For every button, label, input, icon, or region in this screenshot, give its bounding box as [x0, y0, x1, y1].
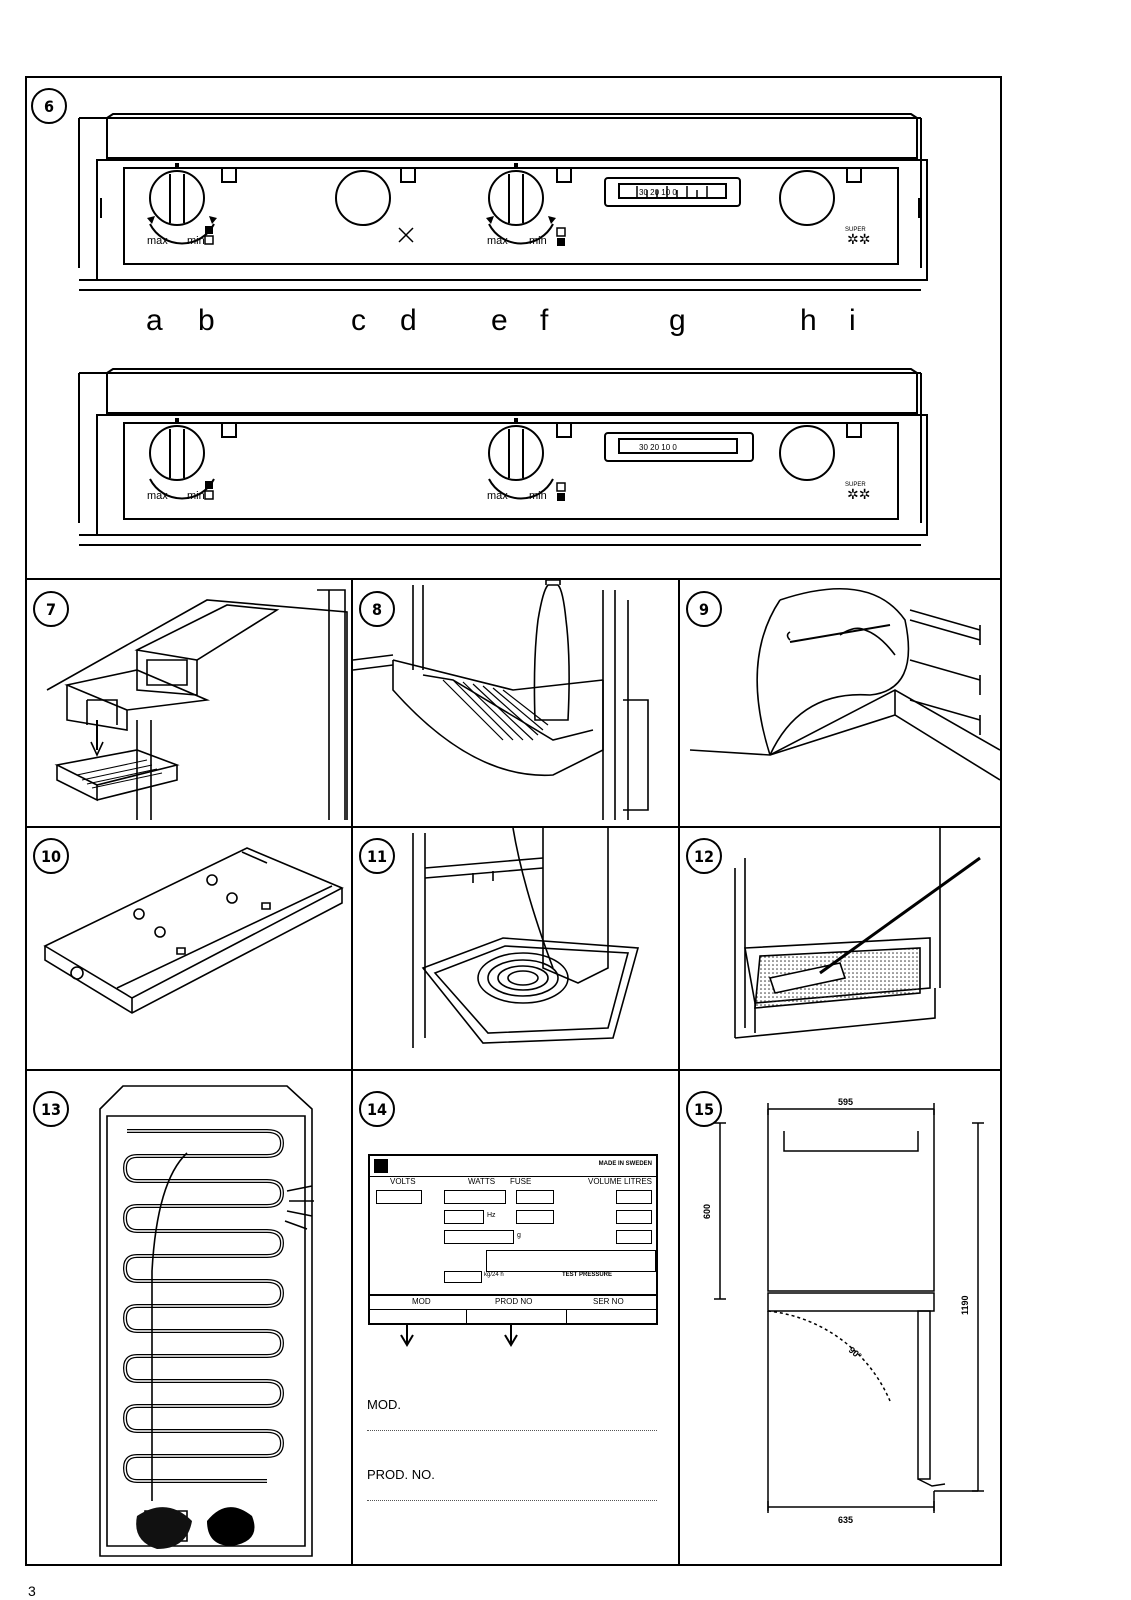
label-e: e	[491, 304, 508, 337]
prod-no-label: PROD. NO.	[367, 1467, 435, 1482]
g-label: g	[517, 1232, 521, 1239]
kg24h-field	[444, 1271, 482, 1283]
volume-label: VOLUME LITRES	[587, 1177, 652, 1186]
max-label: max	[147, 235, 168, 247]
dimension-diagram: 595 635 600 1190 90°	[702, 1097, 984, 1525]
max-label: max	[147, 490, 168, 502]
fuse-label: FUSE	[510, 1177, 532, 1186]
divider	[25, 578, 1002, 580]
volume-field-3	[616, 1230, 652, 1244]
made-in-label: MADE IN SWEDEN	[598, 1161, 652, 1167]
condenser-back-illustration	[99, 1085, 314, 1557]
plate-divider	[370, 1176, 656, 1177]
divider	[25, 1069, 1002, 1071]
figure-frame	[25, 76, 1002, 1566]
super-label: SUPER	[845, 227, 866, 233]
mod-label: MOD.	[367, 1397, 401, 1412]
figure-14: 14 MADE IN SWEDEN VOLTS WATTS FUSE VOLUM…	[353, 1071, 678, 1566]
snowflake-icon: ✲✲	[847, 231, 870, 247]
label-c: c	[351, 304, 366, 337]
figure-12: 12	[680, 828, 1000, 1069]
table-divider	[370, 1309, 656, 1310]
figure-number: 9	[686, 591, 722, 627]
watts-label: WATTS	[468, 1177, 496, 1186]
figure-number: 7	[33, 591, 69, 627]
figure-number: 11	[359, 838, 395, 874]
min-label: min	[529, 490, 547, 502]
figure-10: 10	[27, 828, 351, 1069]
model-table: MOD PROD NO SER NO	[368, 1295, 658, 1325]
scale-label: 30 20 10 0	[639, 443, 677, 452]
figure-number: 12	[686, 838, 722, 874]
label-a: a	[146, 304, 163, 337]
door-bottle-rack-illustration	[353, 580, 649, 820]
prod-column-label: PROD NO	[495, 1297, 533, 1306]
mod-write-line	[367, 1430, 657, 1431]
figure-number: 6	[31, 88, 67, 124]
snowflake-icon: ✲✲	[847, 486, 870, 502]
figure-7: 7	[27, 580, 351, 826]
figure-number: 10	[33, 838, 69, 874]
figure-number: 13	[33, 1091, 69, 1127]
table-divider	[566, 1309, 567, 1323]
divider	[678, 578, 680, 1566]
max-label: max	[487, 235, 508, 247]
brand-logo-icon	[374, 1159, 388, 1173]
width-dimension: 595	[838, 1097, 853, 1107]
floor-cleaning-illustration	[734, 828, 981, 1039]
defrost-water-tray-illustration	[412, 828, 640, 1048]
light-cover-illustration	[46, 589, 348, 820]
ser-column-label: SER NO	[593, 1297, 624, 1306]
hz-field-2	[516, 1210, 554, 1224]
volume-field	[616, 1190, 652, 1204]
height-dimension: 1190	[960, 1295, 970, 1315]
fuse-field	[516, 1190, 554, 1204]
test-pressure-label: TEST PRESSURE	[562, 1272, 613, 1278]
label-h: h	[800, 304, 817, 337]
hz-label: Hz	[487, 1212, 496, 1219]
scale-label: 30 20 10 0	[639, 188, 677, 197]
depth-dimension: 635	[838, 1515, 853, 1525]
super-label: SUPER	[845, 482, 866, 488]
kg24h-label: kg/24 h	[484, 1272, 504, 1278]
figure-number: 14	[359, 1091, 395, 1127]
volume-field-2	[616, 1210, 652, 1224]
depth-top-dimension: 600	[702, 1204, 712, 1219]
label-i: i	[849, 304, 856, 337]
hz-field	[444, 1210, 484, 1224]
figure-11: 11	[353, 828, 678, 1069]
volts-field	[376, 1190, 422, 1204]
label-d: d	[400, 304, 417, 337]
label-b: b	[198, 304, 215, 337]
min-label: min	[529, 235, 547, 247]
mod-column-label: MOD	[412, 1297, 431, 1306]
label-f: f	[540, 304, 549, 337]
figure-number: 8	[359, 591, 395, 627]
pointer-arrows	[400, 1325, 518, 1347]
angle-label: 90°	[847, 1345, 864, 1362]
label-g: g	[669, 304, 686, 337]
cold-accumulator-illustration	[43, 847, 344, 1014]
control-panel-diagram: max min max min 30 20 10 0 SUPER ✲✲	[78, 113, 928, 546]
drain-cleaning-illustration	[689, 587, 1000, 781]
figure-15: 15 595 635 600 1190 90°	[680, 1071, 1000, 1566]
figure-number: 15	[686, 1091, 722, 1127]
pressure-field	[486, 1250, 656, 1272]
watts-field	[444, 1190, 506, 1204]
page-number: 3	[28, 1583, 36, 1599]
min-label: min	[187, 490, 205, 502]
min-label: min	[187, 235, 205, 247]
divider	[25, 826, 1002, 828]
figure-6: 6	[27, 78, 1000, 564]
divider	[351, 578, 353, 1566]
max-label: max	[487, 490, 508, 502]
rating-plate: MADE IN SWEDEN VOLTS WATTS FUSE VOLUME L…	[368, 1154, 658, 1296]
figure-9: 9	[680, 580, 1000, 826]
table-divider	[466, 1309, 467, 1323]
figure-8: 8	[353, 580, 678, 826]
prod-no-write-line	[367, 1500, 657, 1501]
volts-label: VOLTS	[390, 1177, 416, 1186]
gas-field	[444, 1230, 514, 1244]
figure-13: 13	[27, 1071, 351, 1566]
